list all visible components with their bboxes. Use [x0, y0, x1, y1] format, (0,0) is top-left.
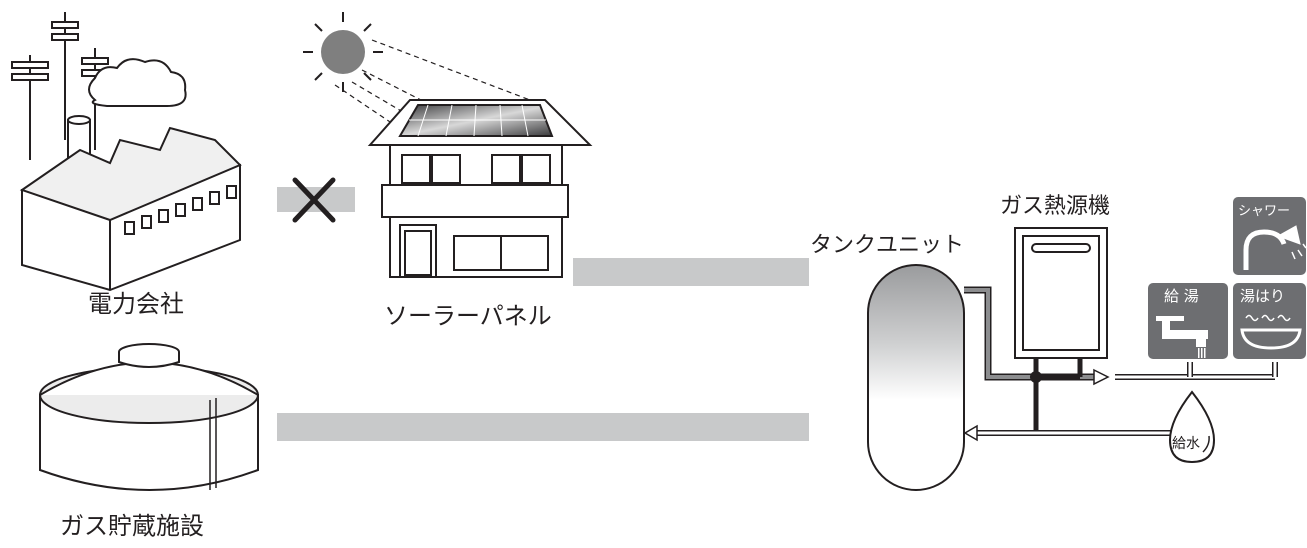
- blocked-cross-icon: [292, 177, 336, 223]
- tank-unit-illustration: [867, 264, 965, 491]
- hot-water-supply-panel: [1146, 281, 1230, 361]
- tank-unit-label: タンクユニット: [810, 233, 964, 258]
- faucet-icon: [1156, 316, 1208, 358]
- power-pylon-icon: [11, 12, 109, 160]
- gas-heat-source-illustration: [1014, 227, 1108, 359]
- bath-fill-panel: [1231, 281, 1307, 361]
- gas-connector-bar: [277, 413, 809, 441]
- gas-storage-tank-illustration: [39, 343, 259, 491]
- shower-head-icon: [1243, 225, 1307, 270]
- water-drop-icon: [1168, 390, 1216, 464]
- water-supply-label: 給水: [1172, 436, 1200, 452]
- power-company-label: 電力会社: [88, 290, 184, 318]
- bathtub-icon: [1240, 314, 1302, 350]
- smoke-cloud-icon: [88, 58, 187, 107]
- solar-connector-bar: [573, 258, 809, 286]
- hot-water-supply-label: 給 湯: [1164, 287, 1199, 305]
- solar-panel-label: ソーラーパネル: [384, 302, 552, 330]
- bath-fill-label: 湯はり: [1240, 287, 1285, 305]
- gas-storage-label: ガス貯蔵施設: [60, 512, 204, 540]
- shower-panel: [1231, 195, 1307, 277]
- shower-label: シャワー: [1238, 204, 1290, 219]
- gas-heat-source-label: ガス熱源機: [1000, 194, 1110, 219]
- power-company-illustration: [11, 12, 242, 292]
- piping-lines: [963, 286, 1278, 442]
- solar-house-illustration: [367, 99, 593, 278]
